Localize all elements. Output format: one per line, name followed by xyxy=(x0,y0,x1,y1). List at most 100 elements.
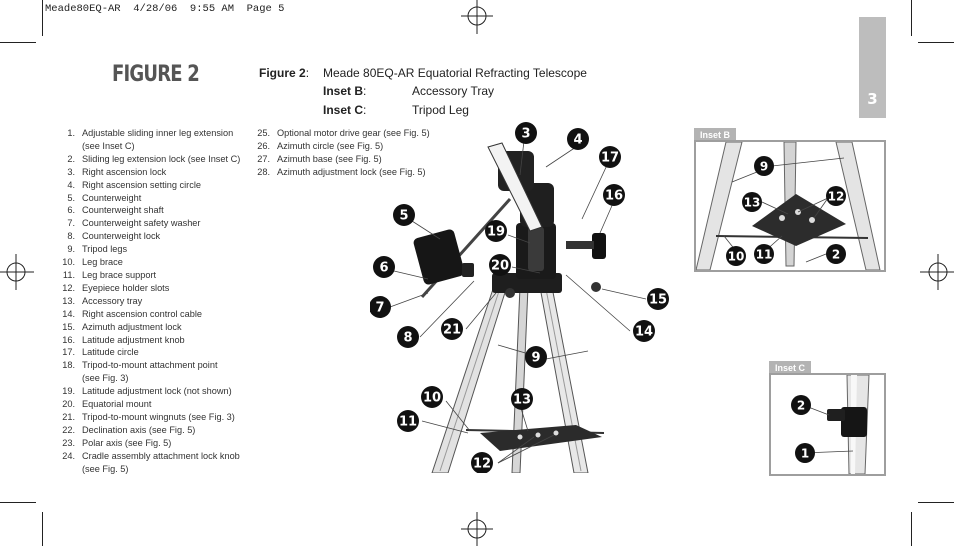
part-number: 6. xyxy=(67,205,75,216)
callout-number: 8 xyxy=(403,331,412,346)
registration-mark-top xyxy=(461,0,493,34)
callout-number: 19 xyxy=(487,225,505,240)
part-number: 11. xyxy=(62,269,75,280)
parts-list-item: 4.Right ascension setting circle xyxy=(58,179,240,192)
callout-circle xyxy=(397,326,419,348)
tripod-drawing xyxy=(413,142,606,473)
callout-circle xyxy=(603,184,625,206)
parts-list-item: 10. Leg brace xyxy=(58,256,240,269)
registration-mark-bottom xyxy=(461,512,493,546)
parts-list-column-2: 25.Optional motor drive gear (see Fig. 5… xyxy=(253,127,430,179)
part-number: 28. xyxy=(257,166,270,177)
parts-list-item: 24. Cradle assembly attachment lock knob xyxy=(58,450,240,463)
caption-inset-b-label: Inset B xyxy=(323,84,364,98)
callout-circle xyxy=(515,122,537,144)
part-number: 2. xyxy=(67,153,75,164)
parts-list-item: 23.Polar axis (see Fig. 5) xyxy=(58,437,240,450)
parts-list-item: 19.Latitude adjustment lock (not shown) xyxy=(58,385,240,398)
parts-list-item: 11. Leg brace support xyxy=(58,269,240,282)
callout-number: 14 xyxy=(635,325,653,340)
print-slug: Meade80EQ-AR 4/28/06 9:55 AM Page 5 xyxy=(45,3,285,15)
callout-number: 12 xyxy=(828,189,845,203)
part-description: Optional motor drive gear (see Fig. 5) xyxy=(277,128,430,138)
callout-number: 10 xyxy=(423,391,441,406)
leader-lines xyxy=(389,140,647,464)
part-number: 4. xyxy=(67,179,75,190)
part-description: Accessory tray xyxy=(82,295,143,306)
parts-list-item: 2.Sliding leg extension lock (see Inset … xyxy=(58,153,240,166)
caption-inset-c-text: Tripod Leg xyxy=(412,103,469,117)
inset-b-tab: Inset B xyxy=(694,128,737,141)
callout-circle xyxy=(421,386,443,408)
part-number: 7. xyxy=(67,218,75,229)
part-number: 9. xyxy=(67,244,75,255)
parts-list-item: 15.Azimuth adjustment lock xyxy=(58,321,240,334)
callout-number: 12 xyxy=(473,457,491,472)
callout-number: 2 xyxy=(797,398,805,412)
part-number: 1. xyxy=(67,128,75,138)
parts-list-column-1: 1.Adjustable sliding inner leg extension… xyxy=(58,127,240,475)
part-description: Tripod legs xyxy=(82,244,128,255)
parts-list-item: 16.Latitude adjustment knob xyxy=(58,334,240,347)
parts-list-item: 25.Optional motor drive gear (see Fig. 5… xyxy=(253,127,430,140)
callout-circle xyxy=(393,204,415,226)
part-description: Right ascension lock xyxy=(82,166,167,177)
part-description: Azimuth adjustment lock xyxy=(82,321,182,332)
part-description: Tripod-to-mount attachment point xyxy=(82,360,218,371)
parts-list-item: 17.Latitude circle xyxy=(58,346,240,359)
callout-circle xyxy=(633,320,655,342)
registration-mark-right xyxy=(920,254,954,290)
callout-circle xyxy=(826,186,846,206)
part-description: Eyepiece holder slots xyxy=(82,282,170,293)
part-number: 10. xyxy=(62,257,75,268)
callout-circle xyxy=(742,192,762,212)
part-number: 16. xyxy=(62,334,75,345)
parts-list-item: 5. Counterweight xyxy=(58,192,240,205)
part-description: Leg brace support xyxy=(82,269,157,280)
parts-list-item: 14.Right ascension control cable xyxy=(58,308,240,321)
page-number-tab: 3 xyxy=(859,17,886,118)
part-number: 5. xyxy=(67,192,75,203)
callout-number: 7 xyxy=(375,301,384,316)
callout-circle xyxy=(726,246,746,266)
caption-figure-text: Meade 80EQ-AR Equatorial Refracting Tele… xyxy=(323,66,587,80)
parts-list-item: 8.Counterweight lock xyxy=(58,230,240,243)
figure-heading: FIGURE 2 xyxy=(112,62,200,87)
callout-circle xyxy=(373,256,395,278)
callout-circle xyxy=(441,318,463,340)
parts-list-item: 12. Eyepiece holder slots xyxy=(58,282,240,295)
part-description: Azimuth base (see Fig. 5) xyxy=(277,153,382,164)
callout-number: 11 xyxy=(756,247,773,261)
inset-c-tab: Inset C xyxy=(769,361,812,374)
callout-circle xyxy=(754,244,774,264)
caption-inset-c-label: Inset C xyxy=(323,103,364,117)
callout-number: 4 xyxy=(573,133,582,148)
parts-list-item: 9. Tripod legs xyxy=(58,243,240,256)
part-number: 12. xyxy=(62,282,75,293)
part-description: Counterweight xyxy=(82,192,142,203)
callout-circle xyxy=(791,395,811,415)
callout-circle xyxy=(489,254,511,276)
parts-list-item: 21.Tripod-to-mount wingnuts (see Fig. 3) xyxy=(58,411,240,424)
part-description: Counterweight shaft xyxy=(82,205,164,216)
part-description: Latitude adjustment lock (not shown) xyxy=(82,386,232,397)
caption-figure-row: Figure 2: Meade 80EQ-AR Equatorial Refra… xyxy=(259,66,587,80)
callout-circle xyxy=(795,443,815,463)
callout-circle xyxy=(525,346,547,368)
part-number: 22. xyxy=(62,424,75,435)
part-description: Cradle assembly attachment lock knob xyxy=(82,450,240,461)
part-description: Equatorial mount xyxy=(82,399,152,410)
part-description: Leg brace xyxy=(82,257,123,268)
part-number: 24. xyxy=(62,450,75,461)
callout-circle xyxy=(370,296,391,318)
part-description: Right ascension control cable xyxy=(82,308,203,319)
callout-number: 13 xyxy=(744,195,761,209)
callout-number: 16 xyxy=(605,189,623,204)
part-description: Latitude circle xyxy=(82,347,139,358)
parts-list-item: 20.Equatorial mount xyxy=(58,398,240,411)
callout-circle xyxy=(826,244,846,264)
registration-mark-left xyxy=(0,254,34,290)
